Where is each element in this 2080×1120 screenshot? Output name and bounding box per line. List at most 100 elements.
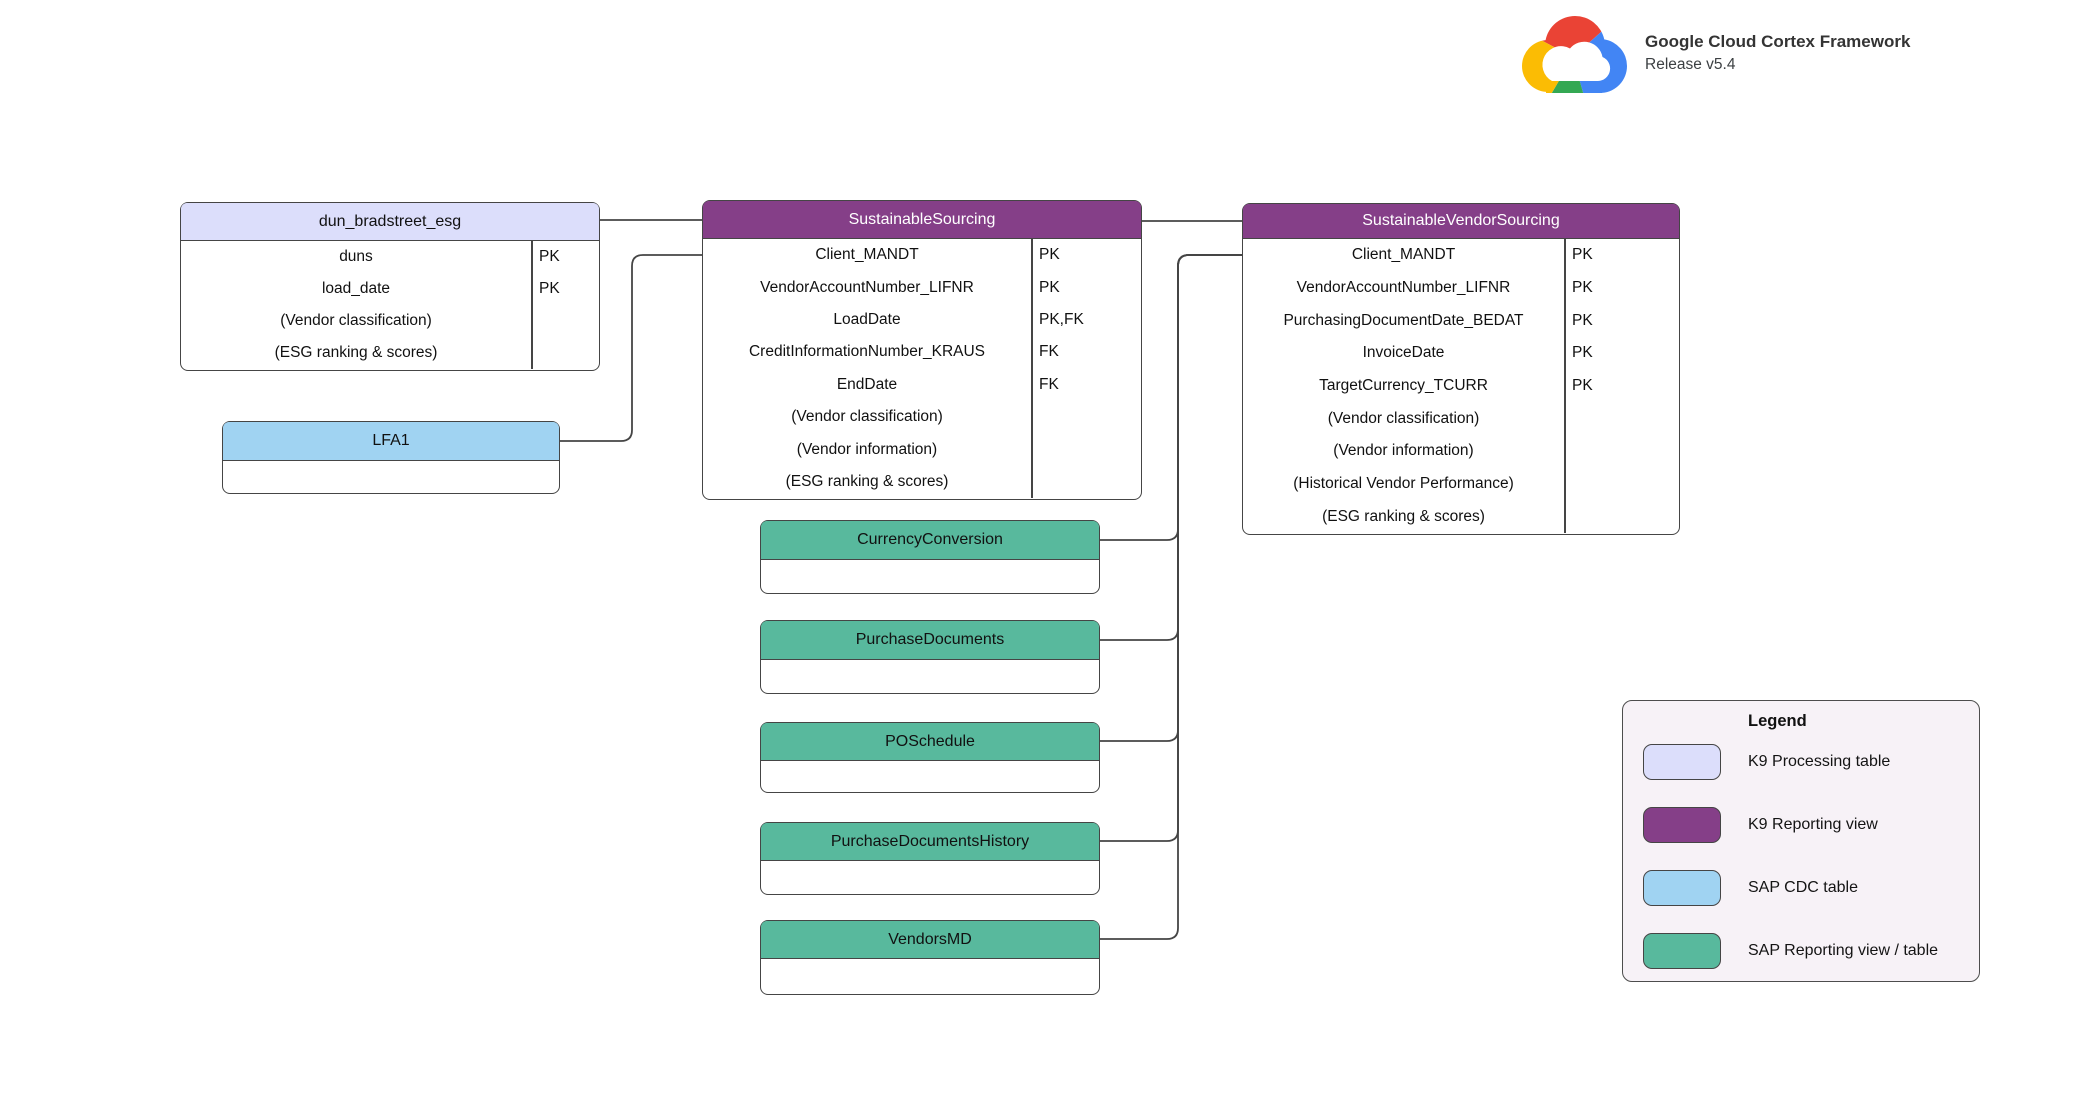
entity-field-row [761, 660, 1099, 692]
entity-field-row: (Vendor classification) [181, 305, 599, 337]
field-name: (ESG ranking & scores) [1322, 507, 1485, 525]
key-column-divider [531, 241, 533, 369]
legend-item-sap_reporting: SAP Reporting view / table [1623, 933, 1979, 969]
field-name: LoadDate [833, 310, 901, 328]
legend-title: Legend [1748, 712, 1807, 730]
field-key: PK,FK [1039, 310, 1084, 328]
field-name: (ESG ranking & scores) [274, 344, 438, 361]
field-name: TargetCurrency_TCURR [1319, 377, 1488, 395]
entity-title: POSchedule [761, 723, 1099, 761]
field-name: (Vendor information) [796, 440, 938, 458]
entity-field-row [761, 761, 1099, 791]
field-name: PurchasingDocumentDate_BEDAT [1283, 311, 1524, 329]
entity-body [761, 959, 1099, 993]
field-name: load_date [321, 280, 391, 297]
field-name: VendorAccountNumber_LIFNR [1296, 279, 1511, 297]
release-version: Release v5.4 [1645, 55, 1736, 73]
field-name: (Vendor information) [1333, 442, 1474, 460]
field-key: PK [1572, 279, 1593, 297]
field-name: EndDate [836, 375, 898, 393]
entity-title: LFA1 [223, 422, 559, 461]
field-key: PK [1039, 246, 1060, 264]
entity-body [761, 861, 1099, 893]
legend-swatch-k9_processing [1643, 744, 1721, 780]
field-name: (Historical Vendor Performance) [1293, 475, 1514, 493]
field-name: VendorAccountNumber_LIFNR [760, 278, 974, 296]
entity-field-row: (Vendor information) [703, 433, 1141, 465]
entity-title: VendorsMD [761, 921, 1099, 959]
entity-field-row: Client_MANDT PK [703, 239, 1141, 271]
entity-field-row: (Vendor information) [1243, 435, 1679, 468]
connector-LFA1-SustainableSourcing [560, 254, 702, 442]
legend-label: SAP CDC table [1748, 879, 1858, 896]
legend-swatch-sap_cdc [1643, 870, 1721, 906]
entity-field-row: (ESG ranking & scores) [703, 466, 1141, 498]
entity-field-row [761, 861, 1099, 893]
field-name: (Vendor classification) [1327, 409, 1480, 427]
entity-field-row: EndDate FK [703, 369, 1141, 401]
field-key: PK [1572, 246, 1593, 264]
legend: Legend K9 Processing table K9 Reporting v… [1622, 700, 1980, 982]
product-title: Google Cloud Cortex Framework [1645, 31, 1911, 51]
legend-swatch-k9_reporting [1643, 807, 1721, 843]
legend-swatch-sap_reporting [1643, 933, 1721, 969]
entity-field-row [223, 461, 559, 492]
entity-table-VendorsMD: VendorsMD [760, 920, 1100, 995]
entity-title: PurchaseDocumentsHistory [761, 823, 1099, 861]
entity-title: SustainableSourcing [703, 201, 1141, 239]
legend-item-k9_reporting: K9 Reporting view [1623, 807, 1979, 843]
entity-field-row [761, 560, 1099, 592]
entity-body: Client_MANDT PK VendorAccountNumber_LIFNR P… [703, 239, 1141, 499]
entity-body [761, 660, 1099, 692]
field-name: Client_MANDT [815, 246, 919, 264]
entity-title: dun_bradstreet_esg [181, 203, 599, 241]
field-key: PK [1572, 377, 1593, 395]
field-key: PK [1039, 278, 1060, 296]
entity-field-row: (Vendor classification) [1243, 402, 1679, 435]
entity-title: CurrencyConversion [761, 521, 1099, 560]
entity-table-PurchaseDocumentsHistory: PurchaseDocumentsHistory [760, 822, 1100, 895]
field-name: (Vendor classification) [280, 312, 432, 329]
field-key: PK [1572, 344, 1593, 362]
entity-field-row: TargetCurrency_TCURR PK [1243, 370, 1679, 403]
entity-field-row: Client_MANDT PK [1243, 239, 1679, 272]
field-name: (ESG ranking & scores) [785, 472, 949, 490]
field-name: CreditInformationNumber_KRAUS [748, 343, 986, 361]
entity-table-LFA1: LFA1 [222, 421, 560, 494]
entity-field-row: (ESG ranking & scores) [1243, 501, 1679, 534]
entity-table-CurrencyConversion: CurrencyConversion [760, 520, 1100, 594]
field-name: Client_MANDT [1351, 246, 1456, 264]
entity-table-POSchedule: POSchedule [760, 722, 1100, 793]
branding: Google Cloud Cortex Framework Release v5… [1518, 10, 1910, 96]
entity-table-PurchaseDocuments: PurchaseDocuments [760, 620, 1100, 694]
field-key: FK [1039, 375, 1059, 393]
field-key: FK [1039, 343, 1059, 361]
entity-body [761, 761, 1099, 791]
entity-field-row [761, 959, 1099, 993]
branding-text: Google Cloud Cortex Framework Release v5… [1645, 31, 1910, 76]
entity-body [223, 461, 559, 492]
entity-field-row: duns PK [181, 241, 599, 273]
connector-VendorsMD-SustainableVendorSourcing [1100, 254, 1242, 940]
field-name: InvoiceDate [1362, 344, 1445, 362]
entity-field-row: LoadDate PK,FK [703, 304, 1141, 336]
entity-field-row: (Vendor classification) [703, 401, 1141, 433]
field-key: PK [539, 248, 560, 265]
legend-label: SAP Reporting view / table [1748, 942, 1939, 959]
field-name: duns [339, 248, 373, 265]
entity-field-row: (ESG ranking & scores) [181, 337, 599, 369]
legend-item-k9_processing: K9 Processing table [1623, 744, 1979, 780]
entity-field-row: InvoiceDate PK [1243, 337, 1679, 370]
entity-field-row: CreditInformationNumber_KRAUS FK [703, 336, 1141, 368]
google-cloud-logo-icon [1522, 16, 1627, 93]
entity-body: Client_MANDT PK VendorAccountNumber_LIFNR P… [1243, 239, 1679, 534]
key-column-divider [1564, 239, 1566, 534]
entity-title: SustainableVendorSourcing [1243, 204, 1679, 239]
